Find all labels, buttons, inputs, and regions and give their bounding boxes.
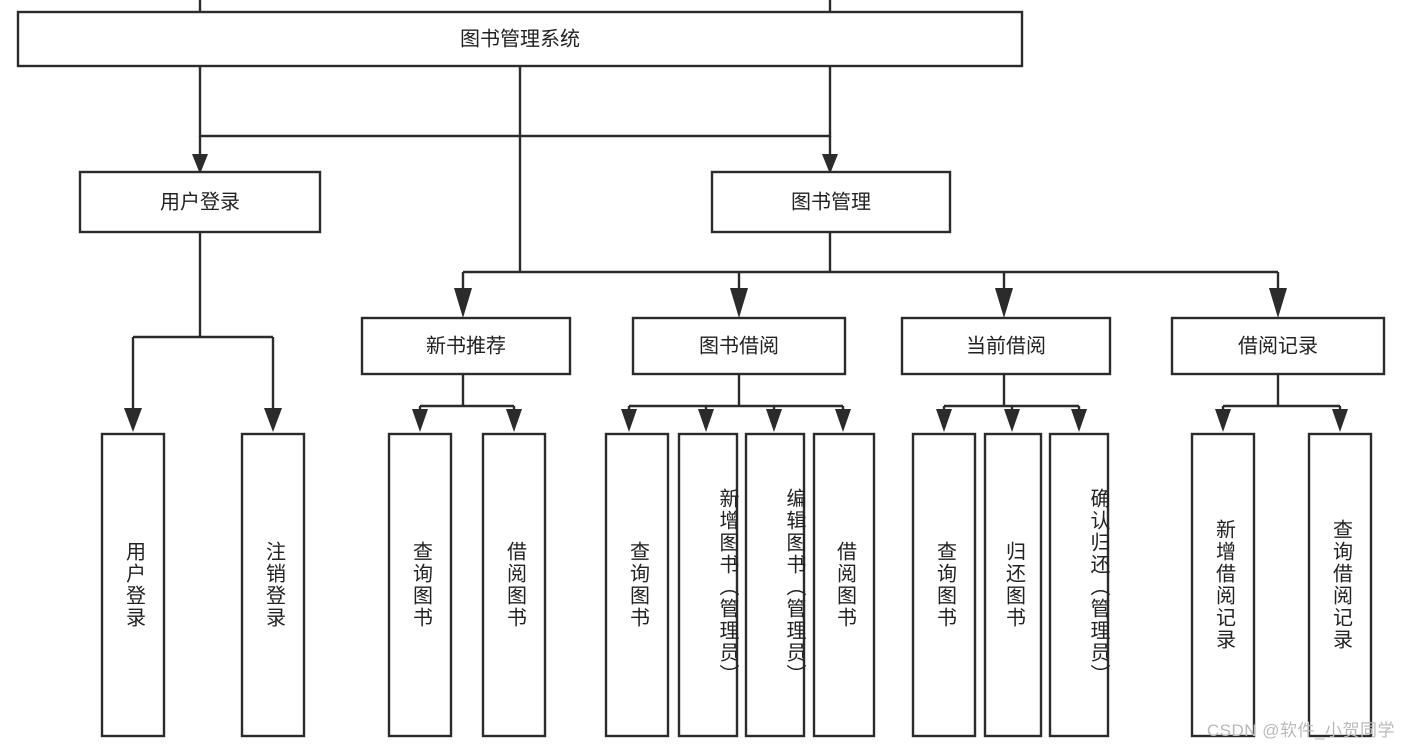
node-root-label: 图书管理系统 [460, 27, 580, 50]
watermark: CSDN @软件_小贺同学 [1206, 721, 1395, 740]
node-borrow-record-box[interactable] [1170, 316, 1386, 376]
node-leaf-query-book-2-box[interactable] [604, 432, 670, 738]
node-leaf-borrow-book-1-box[interactable] [481, 432, 547, 738]
node-current-borrow-box[interactable] [900, 316, 1112, 376]
arrow-record-leaf1 [1215, 409, 1231, 432]
arrow-level2-2 [730, 288, 748, 318]
node-leaf-query-book-1-box[interactable] [387, 432, 453, 738]
arrow-current-leaf3 [1071, 409, 1087, 432]
arrow-record-leaf2 [1332, 409, 1348, 432]
arrow-level2-4 [1269, 288, 1287, 318]
arrow-level2-3 [995, 288, 1013, 318]
node-book-borrow-label: 图书借阅 [699, 334, 779, 357]
node-leaf-return-book-box[interactable] [983, 432, 1043, 738]
node-user-login-label: 用户登录 [160, 190, 240, 213]
node-leaf-user-login-box[interactable] [100, 432, 166, 738]
arrow-borrow-leaf1 [621, 409, 637, 432]
node-leaf-edit-book-box[interactable] [744, 432, 806, 738]
node-leaf-query-book-3-box[interactable] [911, 432, 977, 738]
node-book-manage-box[interactable] [710, 170, 952, 234]
arrow-current-leaf2 [1004, 409, 1020, 432]
node-leaf-confirm-return-box[interactable] [1048, 432, 1110, 738]
arrow-borrow-leaf3 [766, 409, 782, 432]
arrow-root-to-books [822, 154, 838, 174]
arrow-user-leaf1 [124, 408, 142, 432]
arrow-level2-1 [454, 288, 472, 318]
node-borrow-record-label: 借阅记录 [1238, 334, 1318, 357]
node-leaf-add-book-box[interactable] [677, 432, 739, 738]
node-new-book-recommend-label: 新书推荐 [426, 334, 506, 357]
arrow-borrow-leaf2 [698, 409, 714, 432]
arrow-root-to-user [192, 154, 208, 174]
node-current-borrow-label: 当前借阅 [966, 334, 1046, 357]
node-leaf-logout-box[interactable] [240, 432, 306, 738]
node-leaf-borrow-book-2-box[interactable] [812, 432, 876, 738]
node-book-manage-label: 图书管理 [791, 190, 871, 213]
arrow-user-leaf2 [264, 408, 282, 432]
arrow-current-leaf1 [936, 409, 952, 432]
node-root-box[interactable] [16, 10, 1024, 68]
arrow-borrow-leaf4 [835, 409, 851, 432]
arrow-recommend-leaf2 [506, 409, 522, 432]
connector-layer [124, 0, 1348, 432]
node-book-borrow-box[interactable] [631, 316, 847, 376]
arrow-recommend-leaf1 [412, 409, 428, 432]
connector-root-bus [198, 0, 832, 138]
node-layer: 图书管理系统 用户登录 图书管理 新书推荐 图书借阅 当前借阅 借阅记录 [16, 10, 1386, 738]
node-user-login-box[interactable] [78, 170, 322, 234]
node-leaf-query-record-box[interactable] [1307, 432, 1373, 738]
node-new-book-recommend-box[interactable] [360, 316, 572, 376]
node-leaf-add-record-box[interactable] [1190, 432, 1256, 738]
